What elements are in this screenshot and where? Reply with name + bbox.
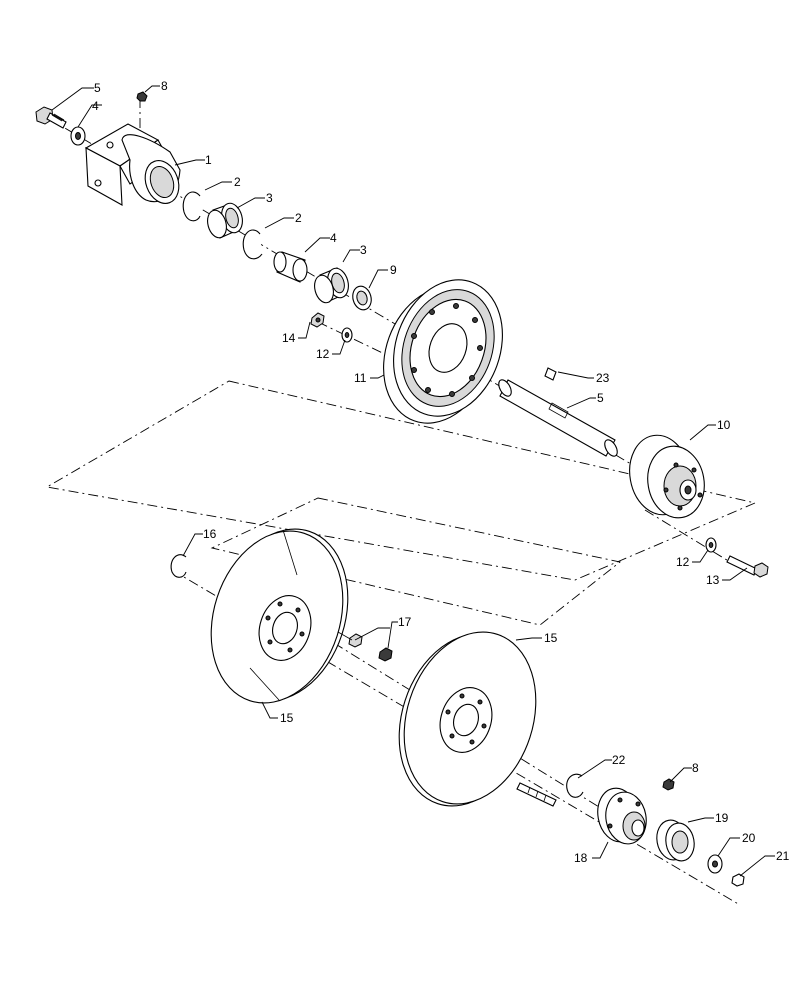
key-part-23 <box>544 367 557 381</box>
grease-fitting-part-8-lower <box>662 778 675 791</box>
callout-11: 11 <box>354 371 367 385</box>
dowel-pin <box>516 782 557 807</box>
callout-15-right: 15 <box>544 631 558 645</box>
snap-ring-part-22 <box>566 773 584 798</box>
callout-4: 4 <box>330 231 337 245</box>
bolt-part-17b <box>378 647 393 662</box>
bolt-part-7 <box>35 106 67 129</box>
callout-23: 23 <box>596 371 610 385</box>
callout-1: 1 <box>205 153 212 167</box>
phantom-boundary-inner <box>210 497 622 626</box>
callout-18: 18 <box>574 851 588 865</box>
callout-2-upper: 2 <box>234 175 241 189</box>
washer-part-12-lower <box>705 537 717 553</box>
callout-labels: 5 4 8 1 2 3 2 4 3 9 23 5 10 14 12 11 12 … <box>92 79 790 865</box>
snap-ring-part-2a <box>182 191 201 222</box>
callout-21: 21 <box>776 849 790 863</box>
bearing-part-3b <box>314 267 349 304</box>
seal-part-19 <box>656 819 695 862</box>
callout-3-lower: 3 <box>360 243 367 257</box>
callout-19: 19 <box>715 811 729 825</box>
axis-bolt-13 <box>644 509 736 566</box>
washer-part-6 <box>70 126 86 146</box>
nut-part-14 <box>310 312 325 328</box>
callout-6: 4 <box>92 99 99 113</box>
callout-2-lower: 2 <box>295 211 302 225</box>
snap-ring-part-16 <box>170 554 187 578</box>
hub-part-10 <box>629 434 705 519</box>
callout-8-lower: 8 <box>692 761 699 775</box>
callout-14: 14 <box>282 331 296 345</box>
callout-13: 13 <box>706 573 720 587</box>
callout-7: 5 <box>94 81 101 95</box>
callout-22: 22 <box>612 753 626 767</box>
screw-part-21 <box>731 873 745 887</box>
callout-leaders <box>51 85 775 877</box>
callout-12-lower: 12 <box>676 555 690 569</box>
callout-8-top: 8 <box>161 79 168 93</box>
shaft-part-5 <box>498 379 618 457</box>
callout-16: 16 <box>203 527 217 541</box>
hub-part-18 <box>597 787 647 845</box>
sheave-part-15-left <box>210 528 349 704</box>
bearing-housing-part-1 <box>84 123 181 206</box>
bearing-part-3a <box>207 202 243 239</box>
callout-12-upper: 12 <box>316 347 330 361</box>
callout-3-upper: 3 <box>266 191 273 205</box>
callout-9: 9 <box>390 263 397 277</box>
callout-5: 5 <box>597 391 604 405</box>
bolt-part-13 <box>726 555 769 578</box>
callout-15-left: 15 <box>280 711 294 725</box>
snap-ring-part-2b <box>242 229 263 260</box>
sheave-part-15-right <box>398 631 537 807</box>
washer-part-12-upper <box>341 327 353 343</box>
callout-20: 20 <box>742 831 756 845</box>
axis-bolt-14 <box>317 321 419 371</box>
spacer-part-4 <box>273 251 308 283</box>
pulley-part-11 <box>383 279 503 424</box>
washer-part-20 <box>707 854 723 874</box>
callout-17: 17 <box>398 615 412 629</box>
callout-10: 10 <box>717 418 731 432</box>
grease-fitting-part-8-top <box>136 91 148 102</box>
phantom-boundary-outer <box>45 380 757 581</box>
bolt-part-17a <box>337 631 363 648</box>
seal-part-9 <box>352 285 372 311</box>
